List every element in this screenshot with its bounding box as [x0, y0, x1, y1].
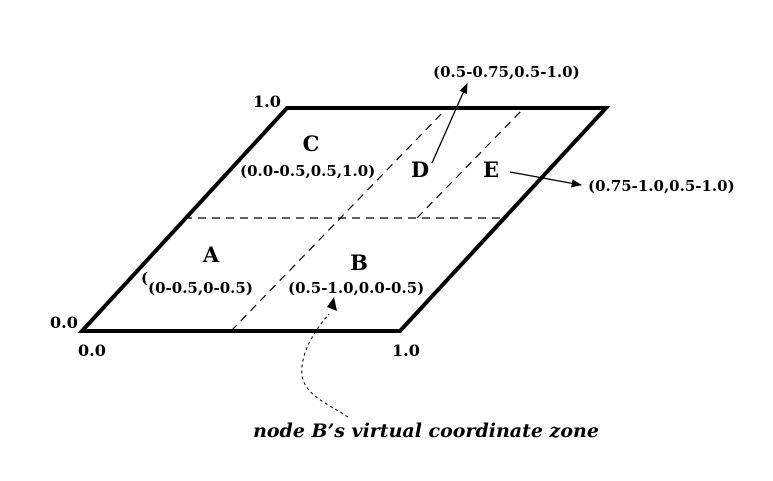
node-b-pointer: [301, 313, 349, 418]
node-b-pointer-head: [327, 297, 337, 311]
zone-d-arrow: [431, 83, 468, 164]
stray-parenthesis: (: [141, 269, 148, 287]
axis-label-y-origin: 0.0: [50, 313, 78, 332]
zone-e-label: E: [483, 157, 499, 182]
zone-c-range: (0.0-0.5,0.5,1.0): [240, 162, 375, 180]
zone-a-range: (0-0.5,0-0.5): [148, 279, 253, 297]
divider-vertical-de: [416, 107, 525, 219]
zone-b-range: (0.5-1.0,0.0-0.5): [288, 279, 424, 297]
axis-label-y-max: 1.0: [253, 92, 281, 111]
axis-label-x-max: 1.0: [392, 341, 420, 360]
divider-vertical-mid: [230, 107, 448, 332]
zone-c-label: C: [303, 131, 320, 156]
zone-b-label: B: [350, 250, 368, 275]
zone-d-range: (0.5-0.75,0.5-1.0): [433, 63, 580, 81]
zone-e-arrow: [509, 171, 583, 188]
coordinate-space-boundary: [77, 106, 611, 333]
zone-e-range: (0.75-1.0,0.5-1.0): [588, 177, 735, 195]
zone-a-label: A: [202, 242, 220, 267]
diagram-caption: node B’s virtual coordinate zone: [253, 420, 599, 442]
axis-label-x-origin: 0.0: [78, 341, 106, 360]
zone-d-label: D: [411, 157, 429, 182]
